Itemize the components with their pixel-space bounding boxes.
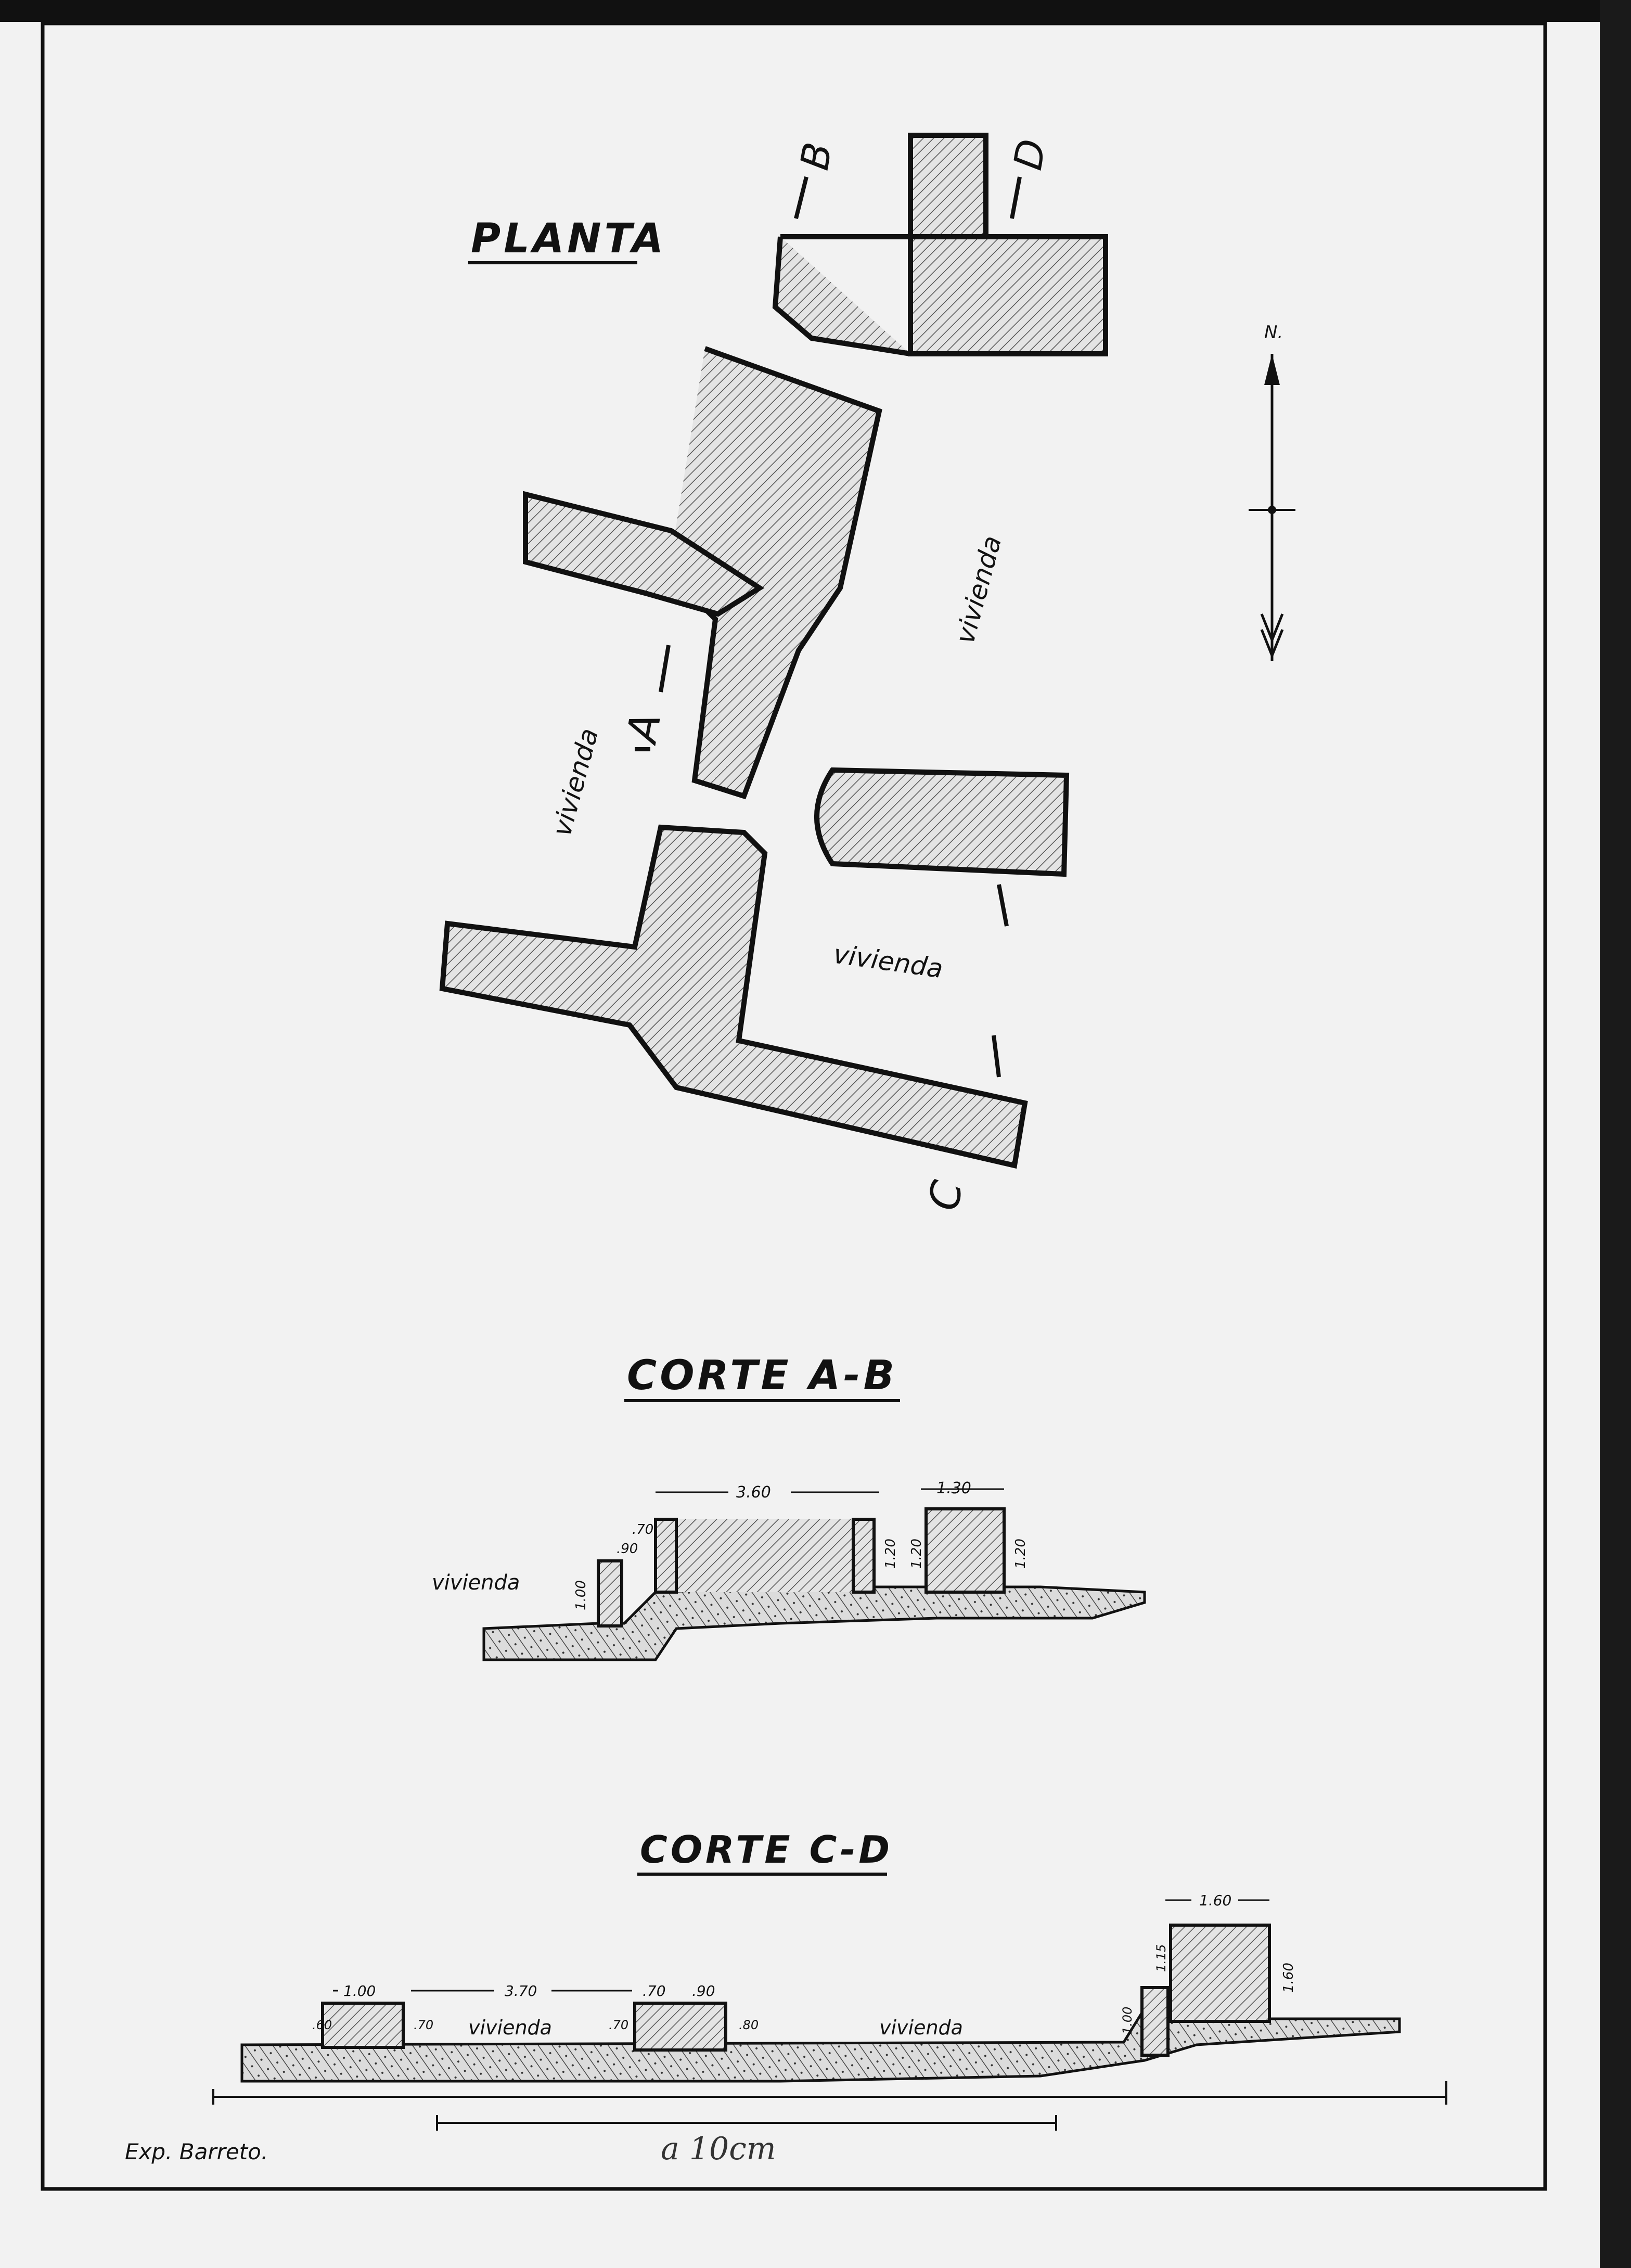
section-cd-area-label-1: vivienda (468, 2016, 552, 2039)
section-ab-dim-e: 1.20 (909, 1539, 924, 1569)
section-cd-title: CORTE C-D (640, 1828, 893, 1872)
section-cd-wall-2 (633, 2002, 727, 2052)
section-cd: CORTE C-D vivienda vivienda 1.00 3.70 .7… (240, 1828, 1401, 2083)
section-ab: CORTE A-B vivienda 3.60 1.30 .70 .90 1.0… (432, 1352, 1146, 1661)
section-cd-dim-e: .60 (312, 2018, 332, 2032)
section-cd-dim-f: .70 (414, 2018, 433, 2032)
drawing-frame (41, 21, 1547, 2191)
section-ab-dim-d: 1.20 (883, 1539, 898, 1569)
north-arrow: N. (1249, 322, 1295, 661)
section-cd-dim-g: .70 (609, 2018, 628, 2032)
section-cd-wall-3 (1140, 1986, 1170, 2057)
section-cd-dim-j: 1.15 (1154, 1944, 1168, 1972)
plan-view: PLANTA vivienda vivienda vivienda A (439, 133, 1295, 1214)
section-cd-wall-4 (1169, 1924, 1271, 2023)
wall-top (772, 133, 1108, 356)
section-cd-dim-h: .80 (739, 2018, 759, 2032)
scale-bars (212, 2081, 1447, 2131)
section-cd-dim-a: 1.00 (343, 1982, 376, 2000)
section-ab-wall-right (852, 1518, 876, 1594)
section-ab-dim-f: 1.20 (1013, 1539, 1029, 1569)
section-ab-dim-c: 1.00 (573, 1580, 589, 1610)
plan-title: PLANTA (471, 215, 666, 262)
section-ab-wall-left (597, 1559, 623, 1628)
wall-right-short (814, 767, 1070, 877)
top-dark-edge (0, 0, 1631, 22)
section-cd-dim-i: 1.60 (1199, 1892, 1231, 1909)
section-cd-wall-1 (321, 2002, 405, 2049)
scale-note: a 10cm (661, 2131, 776, 2167)
credit: Exp. Barreto. (125, 2139, 268, 2164)
section-ab-title: CORTE A-B (627, 1352, 897, 1399)
section-cd-dim-c: .70 (643, 1982, 666, 2000)
section-ab-area-label: vivienda (432, 1571, 520, 1595)
section-cd-area-label-2: vivienda (879, 2016, 963, 2039)
section-cd-dim-d: .90 (692, 1982, 715, 2000)
right-dark-edge (1600, 0, 1631, 2268)
wall-bottom (439, 824, 1028, 1169)
section-ab-dim-width: 3.60 (736, 1483, 771, 1502)
north-label: N. (1264, 322, 1283, 343)
section-ab-ground (482, 1585, 1146, 1661)
section-ab-dim-a: .70 (632, 1522, 653, 1537)
wall-central (523, 346, 882, 800)
section-cd-dim-l: 1.00 (1120, 2007, 1135, 2034)
section-cd-dim-k: 1.60 (1281, 1963, 1296, 1993)
section-ab-wall-pair (924, 1507, 1006, 1594)
section-ab-wall-mid (654, 1518, 678, 1594)
section-ab-fill (656, 1519, 874, 1592)
section-cd-dim-b: 3.70 (505, 1982, 537, 2000)
section-ab-dim-b: .90 (617, 1541, 638, 1557)
